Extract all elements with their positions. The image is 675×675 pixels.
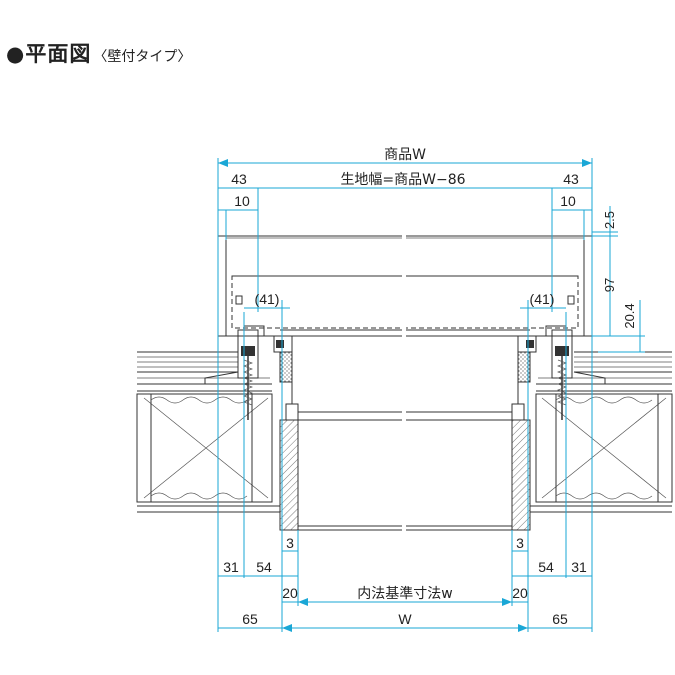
label-left-54: 54 — [256, 559, 272, 575]
label-right-54: 54 — [538, 559, 554, 575]
label-right-43: 43 — [563, 171, 579, 187]
label-97: 97 — [602, 278, 617, 292]
siding-left — [137, 351, 272, 392]
label-left-10: 10 — [234, 193, 250, 209]
label-right-10: 10 — [560, 193, 576, 209]
label-right-41: (41) — [530, 291, 555, 307]
label-left-65: 65 — [242, 611, 258, 627]
jamb-right — [511, 419, 531, 531]
label-right-31: 31 — [571, 559, 587, 575]
dimension-labels: 商品W 生地幅=商品W−86 43 43 10 10 2.5 97 20.4 (… — [223, 147, 637, 627]
dimension-lines — [217, 158, 645, 632]
label-W: W — [398, 611, 412, 627]
jamb-left — [279, 419, 299, 531]
drawing-title: ● 平面図 〈壁付タイプ〉 — [6, 38, 191, 68]
title-marker: ● — [6, 42, 26, 66]
label-right-65: 65 — [552, 611, 568, 627]
insulation-right — [535, 393, 673, 503]
label-left-41: (41) — [255, 291, 280, 307]
label-2-5: 2.5 — [602, 211, 617, 229]
label-right-3: 3 — [516, 535, 524, 551]
title-main: 平面図 — [25, 42, 92, 66]
label-left-20: 20 — [282, 585, 298, 601]
label-product-w: 商品W — [384, 147, 426, 163]
label-inner-w: 内法基準寸法w — [357, 585, 452, 602]
sash-left — [273, 335, 293, 383]
label-left-3: 3 — [286, 535, 294, 551]
label-20-4: 20.4 — [622, 303, 637, 328]
label-fabric-width: 生地幅=商品W−86 — [340, 172, 465, 188]
siding-right — [536, 351, 672, 392]
title-sub: 〈壁付タイプ〉 — [93, 49, 192, 65]
sash-right — [517, 335, 537, 383]
bracket-left — [237, 329, 259, 420]
label-left-43: 43 — [231, 171, 247, 187]
label-left-31: 31 — [223, 559, 239, 575]
bracket-right — [551, 329, 573, 420]
insulation-left — [136, 393, 273, 503]
wall-structure — [136, 329, 673, 531]
label-right-20: 20 — [512, 585, 528, 601]
product-housing — [217, 228, 593, 540]
